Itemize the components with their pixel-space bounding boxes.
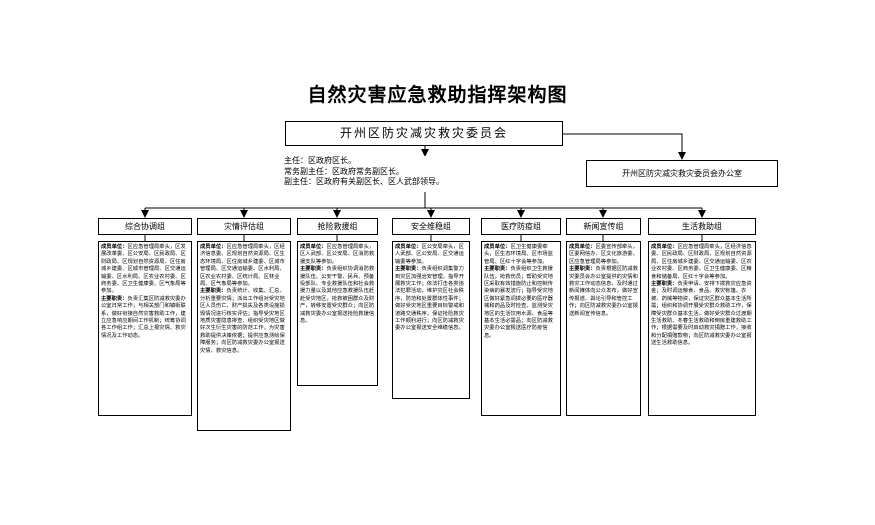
group-detail-publicity: 成员单位：区委宣传部牵头，区委网信办、区文化旅游委、区应急管理局等参加。 主要职… xyxy=(566,241,641,416)
member-text: 区公安局牵头，区人武部、区公安局、区交通运输委等参加。 xyxy=(395,244,464,265)
member-text: 区应急管理局牵头，区经济信息委、区规划自然资源局、区生态环境局、区住房城乡建委、… xyxy=(200,244,285,288)
committee-box: 开州区防灾减灾救灾委员会 xyxy=(285,121,563,146)
member-label: 成员单位： xyxy=(651,244,678,250)
group-detail-rescue: 成员单位：区应急管理局牵头，区人武部、区公安局、区消防救援支队等参加。 主要职责… xyxy=(297,241,378,386)
member-text: 区委宣传部牵头，区委网信办、区文化旅游委、区应急管理局等参加。 xyxy=(569,244,638,265)
group-head-coordination: 综合协调组 xyxy=(98,218,192,235)
duty-label: 主要职责： xyxy=(569,266,596,273)
leader-executive-deputy: 常务副主任：区政府常务副区长。 xyxy=(284,166,404,176)
group-head-rescue: 抢险救援组 xyxy=(297,218,378,235)
duty-text: 负责组织调集警力到灾区加强治安管理，指导开展救灾工作；依法打击各类违法犯罪活动，… xyxy=(395,266,464,332)
group-head-relief: 生活救助组 xyxy=(648,218,756,235)
member-label: 成员单位： xyxy=(395,244,422,250)
member-label: 成员单位： xyxy=(484,244,511,250)
duty-label: 主要职责： xyxy=(200,288,227,295)
group-detail-medical: 成员单位：区卫生健康委牵头，区生态环境局、区市场监管局、区红十字会等参加。 主要… xyxy=(481,241,561,416)
member-label: 成员单位： xyxy=(300,244,327,250)
duty-text: 负责汇集区防减救灾委办公室日常工作；与相关部门和镇街联系，做好衔接自然灾害救助工… xyxy=(101,295,186,339)
group-head-publicity: 新闻宣传组 xyxy=(566,218,641,235)
member-text: 区应急管理局牵头，区经济信息委、区民政局、区财政局、区规划自然资源局、区住房城乡… xyxy=(651,244,752,280)
group-detail-relief: 成员单位：区应急管理局牵头，区经济信息委、区民政局、区财政局、区规划自然资源局、… xyxy=(648,241,756,416)
duty-text: 负责统计、收集、汇总、分析重要灾情；派出工作组对受灾地区人员伤亡、财产损失及各类… xyxy=(200,288,285,354)
member-text: 区应急管理局牵头，区人武部、区公安局、区消防救援支队等参加。 xyxy=(300,244,375,265)
member-text: 区应急管理局牵头，区发展改革委、区公安局、区民政局、区财政局、区规划自然资源局、… xyxy=(101,244,186,295)
member-label: 成员单位： xyxy=(200,244,227,250)
duty-label: 主要职责： xyxy=(300,266,327,273)
member-text: 区卫生健康委牵头，区生态环境局、区市场监管局、区红十字会等参加。 xyxy=(484,244,553,265)
group-head-assessment: 灾情评估组 xyxy=(197,218,291,235)
diagram-title: 自然灾害应急救助指挥架构图 xyxy=(307,84,568,106)
duty-label: 主要职责： xyxy=(101,295,128,302)
duty-text: 负责根据区防减救灾委员会办公室提供的灾情和救灾工作动态信息，及时通过新闻媒体向公… xyxy=(569,266,638,317)
duty-text: 负责组织协调消防救援队伍、公安干警、民兵、预备役部队、专业救援队伍和社会救援力量… xyxy=(300,266,375,325)
leader-director: 主任：区政府区长。 xyxy=(284,156,356,165)
group-head-medical: 医疗防疫组 xyxy=(481,218,561,235)
group-detail-coordination: 成员单位：区应急管理局牵头，区发展改革委、区公安局、区民政局、区财政局、区规划自… xyxy=(98,241,192,416)
group-detail-assessment: 成员单位：区应急管理局牵头，区经济信息委、区规划自然资源局、区生态环境局、区住房… xyxy=(197,241,291,431)
leader-deputy: 副主任：区政府有关副区长、区人武部领导。 xyxy=(284,177,444,186)
group-detail-security: 成员单位：区公安局牵头，区人武部、区公安局、区交通运输委等参加。 主要职责：负责… xyxy=(392,241,470,399)
group-head-security: 安全维稳组 xyxy=(392,218,470,235)
duty-text: 负责组织卫生救援队伍，抢救伤员；帮助受灾地区采取有效措施防止和控制传染病的暴发流… xyxy=(484,266,553,339)
member-label: 成员单位： xyxy=(569,244,596,250)
duty-label: 主要职责： xyxy=(651,281,678,288)
duty-label: 主要职责： xyxy=(484,266,511,273)
leaders-box: 主任：区政府区长。 常务副主任：区政府常务副区长。 副主任：区政府有关副区长、区… xyxy=(282,156,564,192)
member-label: 成员单位： xyxy=(101,244,128,250)
duty-text: 负责申请、安排下拨救灾应急资金；及时调运粮食、食品、救灾帐篷、衣被、药械等物资，… xyxy=(651,281,752,347)
duty-label: 主要职责： xyxy=(395,266,422,273)
office-box: 开州区防灾减灾救灾委员会办公室 xyxy=(586,160,778,187)
